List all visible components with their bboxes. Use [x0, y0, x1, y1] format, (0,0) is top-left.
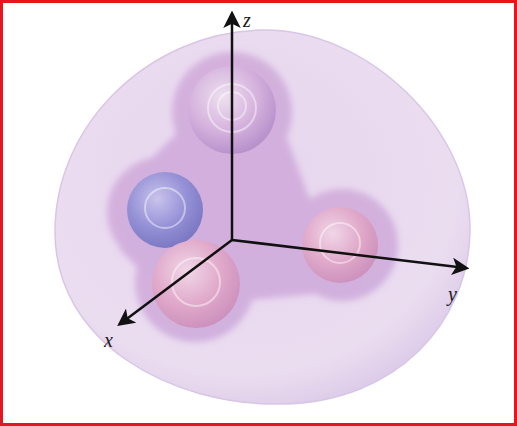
- axes: [120, 14, 466, 324]
- z-axis: [231, 14, 234, 240]
- axis-label: x: [104, 330, 113, 350]
- middle-surface: [107, 52, 398, 342]
- x-axis: [120, 240, 232, 324]
- inner-surface: [127, 66, 378, 328]
- outer-surface: [55, 30, 470, 404]
- y-axis: [232, 240, 466, 268]
- sphere-highlights: [145, 84, 360, 306]
- axis-label: y: [448, 284, 457, 304]
- axis-label: z: [243, 10, 251, 30]
